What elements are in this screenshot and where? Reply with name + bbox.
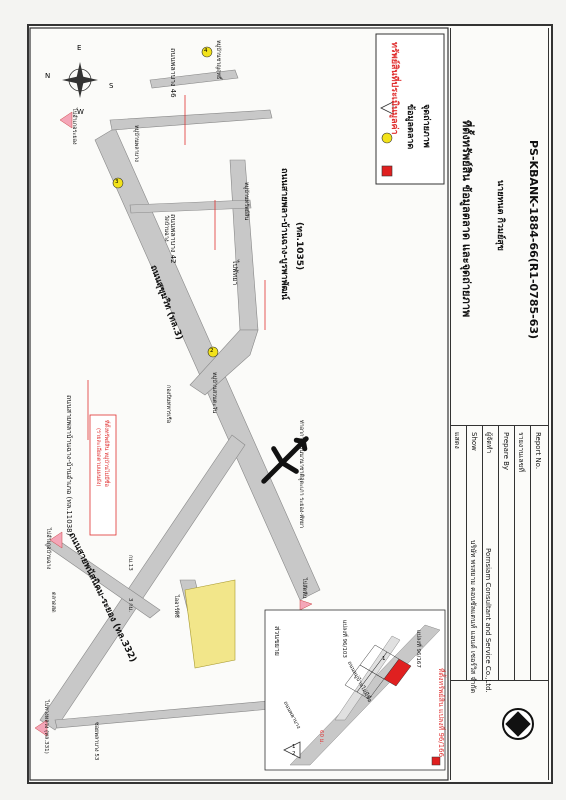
road-soi-42 bbox=[129, 199, 252, 214]
label-airport: ท่าอากาศยานนานาชาติอู่ตะเภา ระยอง-พัทยา bbox=[298, 420, 304, 529]
company-name-th: บริษัท พรสยาม คอนซัลแตนท์ แอนด์ เซอร์วิส… bbox=[469, 540, 477, 694]
asset-note-box bbox=[89, 414, 117, 536]
panel-col-a bbox=[466, 425, 467, 680]
market-marker-4 bbox=[201, 46, 213, 58]
label-village-2: หมู่บ้านพลาบาง bbox=[133, 125, 139, 162]
label-to-rayong: ไปอำเภอระยอง bbox=[71, 108, 77, 145]
panel-row-1 bbox=[450, 425, 548, 426]
label-temple: วัดบ้านฉาง bbox=[163, 215, 169, 242]
compass-w: W bbox=[77, 108, 84, 116]
show-label-en: Show bbox=[470, 432, 478, 451]
inset-distance: 60 ม. bbox=[318, 730, 324, 745]
compass-icon bbox=[62, 62, 98, 98]
label-to-331: ไปทางหลวง (ทล.331) bbox=[43, 700, 49, 754]
road-1035-b bbox=[189, 329, 259, 396]
arrow-pattaya bbox=[299, 599, 313, 611]
label-village-4: หมู่บ้านชาญฤทธิ์ bbox=[215, 40, 221, 80]
road-soi-53 bbox=[54, 699, 283, 729]
asset-plot-label: ที่ตั้งทรัพย์สิน แปลงที่ 96/166 bbox=[437, 668, 445, 758]
road-soi-upper bbox=[149, 69, 239, 89]
panel-row-2 bbox=[450, 680, 548, 681]
company-logo bbox=[502, 708, 534, 740]
panel-divider-mid bbox=[498, 425, 499, 680]
inset-plot-2: แปลงที่ 96/167 bbox=[415, 630, 421, 668]
panel-divider-right bbox=[548, 28, 549, 780]
photo-point-icon bbox=[283, 741, 301, 759]
inset-plot-1: แปลงที่ 96/103 bbox=[341, 620, 347, 658]
panel-col-d bbox=[530, 425, 531, 680]
map-panel-border bbox=[29, 27, 449, 781]
prepare-label-th: ผู้จัดทำ bbox=[485, 432, 493, 454]
label-soi-53: ซอยพลาบาง 53 bbox=[93, 722, 99, 761]
arrow-331 bbox=[34, 719, 48, 737]
inset-road-main bbox=[289, 624, 441, 766]
label-road-1035-code: (ทล.1035) bbox=[294, 222, 304, 271]
compass-n: N bbox=[45, 72, 51, 80]
legend-photo-swatch bbox=[380, 101, 394, 115]
prepare-value: นายทนต กิวมย์สุข bbox=[495, 180, 505, 251]
legend-market-swatch bbox=[381, 132, 393, 144]
inset-title: ส่วนขยาย bbox=[273, 626, 281, 656]
map-title: ที่ตั้งทรัพย์สิน ข้อมูลตลาด และจุดถ่ายภา… bbox=[460, 120, 473, 318]
market-marker-3 bbox=[112, 177, 124, 189]
compass-s: S bbox=[109, 82, 114, 90]
label-road-11038: ถนนสายพลาบ้านฉาง-บ้านอำเภอ (ทล.11038) bbox=[65, 395, 73, 536]
marker-1: 1 bbox=[382, 656, 386, 662]
label-village-6: หมู่บ้านทรัพย์สิน bbox=[243, 182, 249, 221]
photo-marker-2: 2 bbox=[292, 751, 296, 757]
panel-divider-left bbox=[450, 28, 451, 780]
report-value: PS-KBANK-1884-66(R1-0785-63) bbox=[527, 140, 540, 340]
arrow-ban-chang bbox=[49, 531, 63, 549]
label-plant: ไออาร์พีซี bbox=[173, 595, 179, 618]
label-village-1: หมู่บ้านสวนตะวัน bbox=[211, 372, 217, 414]
label-to-ban-chang: ไปอำเภอบ้านฉาง bbox=[45, 528, 51, 570]
legend-asset-label: ทรัพย์สินที่ประเมินมูลค่า bbox=[389, 42, 399, 135]
company-name-en: Pornsiam Consultant and Service Co.,Ltd. bbox=[484, 548, 492, 693]
label-market: ตลาดสด bbox=[50, 592, 56, 613]
arrow-rayong bbox=[59, 111, 73, 129]
panel-col-b bbox=[482, 425, 483, 680]
market-marker-2 bbox=[207, 346, 219, 358]
road-soi-46 bbox=[109, 109, 273, 131]
prepare-label-en: Prepare By bbox=[502, 432, 510, 471]
plant-area bbox=[184, 579, 236, 669]
panel-col-c bbox=[514, 425, 515, 680]
marker-3: 3 bbox=[115, 179, 119, 185]
label-road-1035: ถนนสายพลา-บ้านฉาง-บูรพาพัฒน์ bbox=[279, 168, 289, 300]
label-navy: กองบินทหารเรือ bbox=[165, 385, 171, 424]
legend-photo-label: จุดถ่ายภาพ bbox=[421, 104, 431, 148]
report-label-th: รายงานเลขที่ bbox=[517, 432, 525, 473]
inset-asset-plot bbox=[383, 658, 412, 687]
dist-3km: 3 กม. bbox=[127, 598, 133, 612]
marker-4: 4 bbox=[204, 48, 208, 54]
asset-plot-marker bbox=[431, 756, 441, 766]
label-to-pattaya: ไปพัทยา bbox=[231, 260, 239, 286]
legend-asset-swatch bbox=[381, 165, 393, 177]
road-332 bbox=[39, 434, 246, 731]
airplane-icon bbox=[261, 436, 309, 484]
label-asset-note-1: ที่ตั้งทรัพย์สิน หมู่บ้านไม่มีชื่อ bbox=[103, 420, 109, 487]
show-label-th: แสดง bbox=[453, 432, 461, 449]
marker-2: 2 bbox=[210, 348, 214, 354]
label-km13: กม.13 bbox=[127, 555, 133, 571]
label-asset-note-2: (รายละเอียดตามแผนผัง) bbox=[95, 428, 101, 487]
legend-market-label: ข้อมูลตลาด bbox=[405, 104, 415, 150]
report-label-en: Report No. bbox=[534, 432, 542, 470]
photo-marker-1: 1 bbox=[292, 744, 296, 750]
label-soi-46: ถนนพลาบาง 46 bbox=[169, 48, 177, 98]
label-to-sattahip: ไปสัตหีบ bbox=[301, 578, 307, 599]
compass-e: E bbox=[77, 44, 82, 52]
